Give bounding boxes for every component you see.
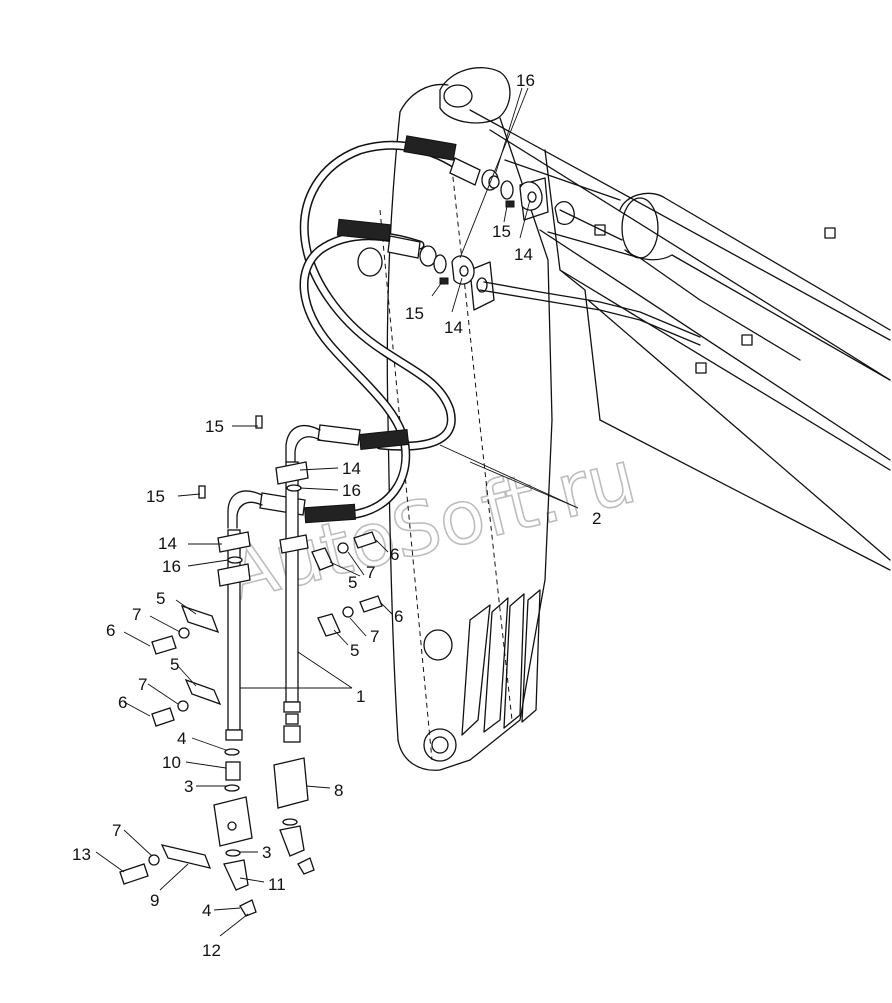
callout-8: 8 — [334, 781, 343, 800]
callout-11: 11 — [268, 875, 286, 894]
callout-15-tube: 15 — [146, 487, 165, 506]
steel-tubes-1 — [198, 415, 309, 743]
callout-6-lower-right: 6 — [394, 607, 403, 626]
lower-fittings — [160, 748, 315, 917]
callout-9: 9 — [150, 891, 159, 910]
callout-7-lower-left: 7 — [138, 675, 147, 694]
callout-7-lower-right: 7 — [370, 627, 379, 646]
boom-structure — [357, 67, 891, 771]
callout-12: 12 — [202, 941, 221, 960]
callout-16-tube: 16 — [162, 557, 181, 576]
callout-13: 13 — [72, 845, 91, 864]
callout-5-lower-right: 5 — [350, 641, 359, 660]
callout-5-upper-right: 5 — [348, 573, 357, 592]
top-flanges — [433, 180, 543, 285]
callout-5-lower-left: 5 — [170, 655, 179, 674]
callout-15-mid: 15 — [405, 304, 424, 323]
callout-10: 10 — [162, 753, 181, 772]
callout-3-upper: 3 — [184, 777, 193, 796]
callout-14-hose: 14 — [342, 459, 361, 478]
callout-labels: 16 15 14 15 14 15 14 16 2 15 14 16 6 7 5… — [72, 71, 601, 960]
callout-4-lower: 4 — [202, 901, 211, 920]
callout-1: 1 — [356, 687, 365, 706]
callout-3-lower: 3 — [262, 843, 271, 862]
callout-15-hose: 15 — [205, 417, 224, 436]
callout-5-upper-left: 5 — [156, 589, 165, 608]
callout-7-upper-left: 7 — [132, 605, 141, 624]
callout-16-top: 16 — [516, 71, 535, 90]
watermark-text: AutoSoft.ru — [217, 434, 644, 619]
callout-16-hose: 16 — [342, 481, 361, 500]
callout-7-bottom: 7 — [112, 821, 121, 840]
callout-6-lower-left: 6 — [118, 693, 127, 712]
callout-7-upper-right: 7 — [366, 563, 375, 582]
callout-2: 2 — [592, 509, 601, 528]
callout-6-upper-left: 6 — [106, 621, 115, 640]
hose-assembly-2 — [227, 135, 500, 529]
callout-15-upper: 15 — [492, 222, 511, 241]
callout-6-upper-right: 6 — [390, 545, 399, 564]
leader-lines — [95, 87, 579, 937]
callout-14-upper: 14 — [514, 245, 533, 264]
callout-14-tube: 14 — [158, 534, 177, 553]
clamps-and-bolts — [119, 531, 383, 885]
callout-14-mid: 14 — [444, 318, 463, 337]
callout-4-upper: 4 — [177, 729, 186, 748]
